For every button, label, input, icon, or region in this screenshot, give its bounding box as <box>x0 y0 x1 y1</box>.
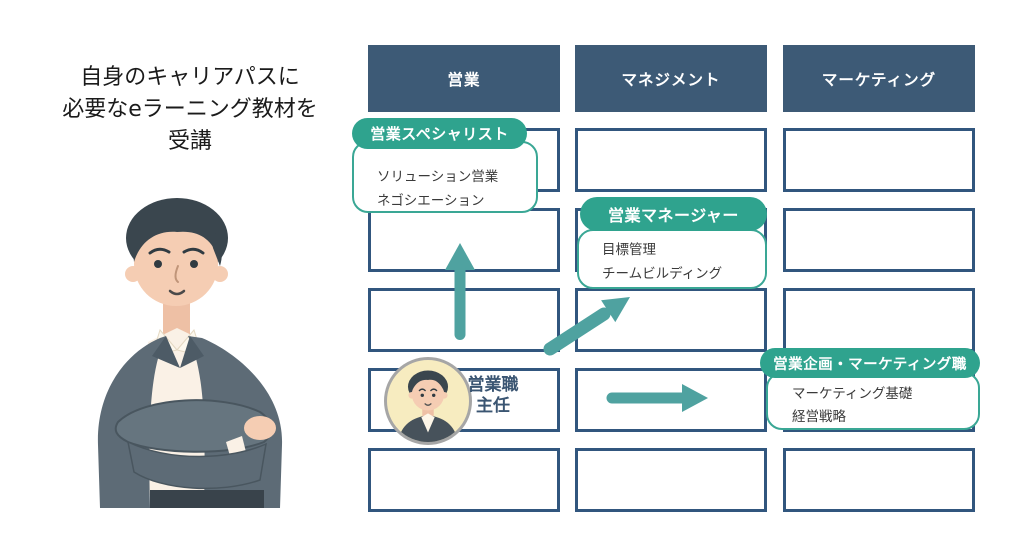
current-role-label: 営業職 <box>467 375 519 395</box>
grid-cell <box>575 288 767 352</box>
career-card-marketing: マーケティング基礎 経営戦略 <box>766 372 980 430</box>
caption-line: 受講 <box>167 129 212 154</box>
person-illustration <box>97 198 283 508</box>
course-item: ネゴシエーション <box>377 193 485 209</box>
avatar-person-icon <box>398 370 458 442</box>
grid-cell <box>575 368 767 432</box>
grid-cell <box>368 288 560 352</box>
caption: 自身のキャリアパスに 必要なeラーニング教材を 受講 <box>38 62 342 158</box>
course-item: チームビルディング <box>602 266 723 282</box>
column-header-management: マネジメント <box>575 45 767 112</box>
current-level-label: 主任 <box>476 396 510 416</box>
grid-cell <box>368 208 560 272</box>
avatar <box>384 357 472 445</box>
career-badge-sales-manager: 営業マネージャー <box>580 197 767 231</box>
career-card-sales-manager: 目標管理 チームビルディング <box>577 229 767 289</box>
grid-cell <box>368 448 560 512</box>
grid-cell <box>783 448 975 512</box>
career-badge-marketing: 営業企画・マーケティング職 <box>760 348 980 378</box>
course-item: マーケティング基礎 <box>792 386 913 402</box>
grid-cell <box>575 448 767 512</box>
grid-cell <box>783 208 975 272</box>
course-item: 目標管理 <box>602 242 656 258</box>
caption-line: 必要なeラーニング教材を <box>62 97 318 122</box>
column-header-marketing: マーケティング <box>783 45 975 112</box>
grid-cell <box>575 128 767 192</box>
career-badge-sales-specialist: 営業スペシャリスト <box>352 118 527 149</box>
current-position-label: 営業職 主任 <box>460 375 526 417</box>
caption-line: 自身のキャリアパスに <box>80 65 300 90</box>
course-item: ソリューション営業 <box>377 169 499 185</box>
grid-cell <box>783 288 975 352</box>
course-item: 経営戦略 <box>792 409 846 425</box>
grid-cell <box>783 128 975 192</box>
career-card-sales-specialist: ソリューション営業 ネゴシエーション <box>352 141 538 213</box>
column-header-sales: 営業 <box>368 45 560 112</box>
